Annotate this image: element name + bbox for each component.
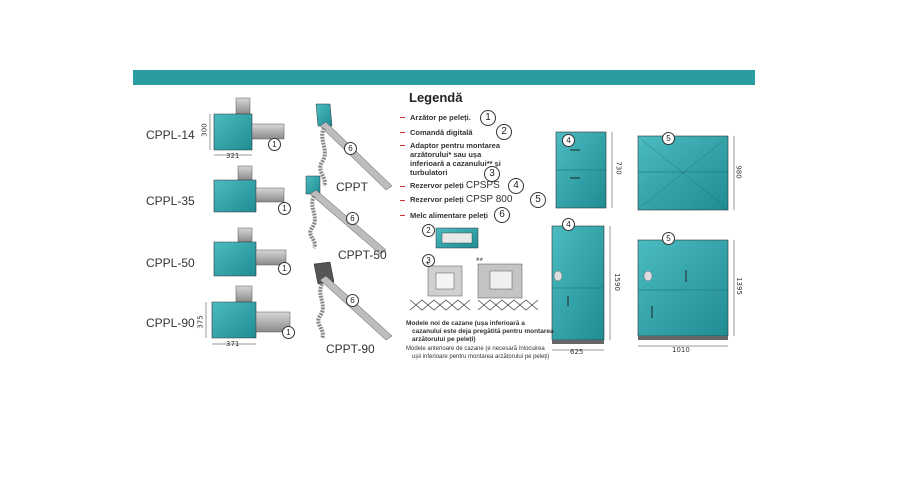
dim-375: 375 bbox=[196, 315, 205, 329]
tank-cpsp800-small bbox=[637, 135, 735, 211]
header-band bbox=[133, 70, 755, 85]
dim-730: 730 bbox=[614, 161, 623, 175]
marker-1-cppl35: 1 bbox=[278, 202, 291, 215]
label-cppl90: CPPL-90 bbox=[146, 316, 195, 330]
legend-item-6: Melc alimentare peleți bbox=[410, 211, 488, 220]
legend-item-5-code: CPSP 800 bbox=[465, 194, 513, 205]
marker-1-cppl50: 1 bbox=[278, 262, 291, 275]
star-old: ** bbox=[476, 256, 484, 266]
label-cppl14: CPPL-14 bbox=[146, 128, 195, 142]
dim-321: 321 bbox=[226, 152, 240, 160]
burner-cppl90 bbox=[205, 285, 291, 345]
marker-4-tall: 4 bbox=[562, 218, 575, 231]
adapter-new bbox=[427, 265, 463, 297]
marker-1-cppl90: 1 bbox=[282, 326, 295, 339]
legend-dash-2 bbox=[400, 132, 405, 133]
legend-item-5: Rezervor peleți CPSP 800 bbox=[410, 194, 513, 205]
label-cppl50: CPPL-50 bbox=[146, 256, 195, 270]
marker-6-cppt50: 6 bbox=[346, 212, 359, 225]
legend-marker-1: 1 bbox=[480, 110, 496, 126]
star-new: * bbox=[426, 260, 430, 270]
legend-item-4: Rezervor peleți CPSPS bbox=[410, 180, 500, 191]
digital-control bbox=[435, 227, 479, 249]
tank-cpsp800-tall bbox=[637, 239, 735, 347]
note-new-models: Modele noi de cazane (ușa inferioară a c… bbox=[406, 320, 554, 344]
legend-marker-4: 4 bbox=[508, 178, 524, 194]
note-old-line-1: Modele anterioare de cazane (e necesară … bbox=[406, 346, 545, 352]
turbulators-left bbox=[409, 299, 471, 311]
adapter-old bbox=[477, 263, 523, 299]
dim-980: 980 bbox=[734, 165, 743, 179]
auger-cppt bbox=[315, 103, 393, 191]
dim-1395: 1395 bbox=[734, 277, 743, 295]
note-new-line-3: arzătorului pe peleți) bbox=[412, 336, 476, 343]
legend-dash-3 bbox=[400, 145, 405, 146]
marker-6-cppt: 6 bbox=[344, 142, 357, 155]
legend-marker-2: 2 bbox=[496, 124, 512, 140]
tank-cpsps-tall bbox=[551, 225, 611, 351]
burner-cppl50 bbox=[213, 227, 287, 277]
burner-cppl14 bbox=[209, 97, 285, 156]
note-old-line-2: ușii inferioare pentru montarea arzătoru… bbox=[412, 354, 550, 360]
legend-item-5-label: Rezervor peleți bbox=[410, 195, 464, 204]
marker-5-small: 5 bbox=[662, 132, 675, 145]
legend-dash-1 bbox=[400, 117, 405, 118]
note-new-line-1: Modele noi de cazane (ușa inferioară a bbox=[406, 320, 525, 327]
label-cppt: CPPT bbox=[336, 180, 369, 194]
legend-dash-4 bbox=[400, 186, 405, 187]
auger-cppt90 bbox=[313, 261, 393, 341]
legend-item-3-line-1: Adaptor pentru montarea bbox=[410, 141, 501, 150]
legend-item-4-label: Rezervor peleți bbox=[410, 181, 464, 190]
marker-6-cppt90: 6 bbox=[346, 294, 359, 307]
marker-1-cppl14: 1 bbox=[268, 138, 281, 151]
dim-371: 371 bbox=[226, 340, 240, 348]
marker-4-small: 4 bbox=[562, 134, 575, 147]
legend-item-3-line-3: inferioară a cazanului** și bbox=[410, 159, 501, 168]
label-cppl35: CPPL-35 bbox=[146, 194, 195, 208]
legend-dash-5 bbox=[400, 200, 405, 201]
marker-2-control: 2 bbox=[422, 224, 435, 237]
note-old-models: Modele anterioare de cazane (e necesară … bbox=[406, 345, 549, 361]
label-cppt90: CPPT-90 bbox=[326, 342, 375, 356]
legend-dash-6 bbox=[400, 215, 405, 216]
dim-625: 625 bbox=[570, 348, 584, 356]
turbulators-right bbox=[477, 299, 539, 311]
dim-1010: 1010 bbox=[672, 346, 690, 354]
legend-item-1: Arzător pe peleți. bbox=[410, 113, 471, 122]
legend-item-3: Adaptor pentru montarea arzătorului* sau… bbox=[410, 141, 501, 177]
note-new-line-2: cazanului este deja pregătită pentru mon… bbox=[412, 328, 554, 335]
legend-item-4-code: CPSPS bbox=[465, 180, 500, 191]
legend-marker-3: 3 bbox=[484, 166, 500, 182]
legend-marker-5: 5 bbox=[530, 192, 546, 208]
legend-title: Legendă bbox=[409, 90, 463, 105]
dim-1590: 1590 bbox=[612, 273, 621, 291]
dim-300: 300 bbox=[200, 123, 209, 137]
legend-item-3-line-4: turbulatori bbox=[410, 168, 448, 177]
burner-cppl35 bbox=[213, 165, 285, 213]
legend-marker-6: 6 bbox=[494, 207, 510, 223]
marker-3-adapter: 3 bbox=[422, 254, 435, 267]
marker-5-tall: 5 bbox=[662, 232, 675, 245]
label-cppt50: CPPT-50 bbox=[338, 248, 387, 262]
legend-item-3-line-2: arzătorului* sau ușa bbox=[410, 150, 482, 159]
legend-item-2: Comandă digitală bbox=[410, 128, 473, 137]
